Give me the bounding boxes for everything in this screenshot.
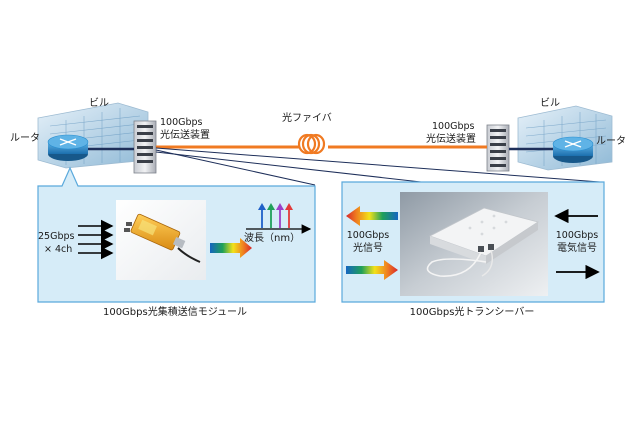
equipment-label-right-name: 光伝送装置 [426, 134, 476, 145]
spectrum-arrow-out [346, 260, 398, 280]
electrical-signal-rate: 100Gbps [555, 230, 599, 241]
wavelength-spectrum-icon [246, 203, 312, 234]
router-label-right: ルータ [596, 136, 626, 147]
optical-signal-label: 光信号 [353, 243, 383, 254]
module-caption: 100Gbps光集積送信モジュール [102, 307, 248, 318]
transceiver-caption: 100Gbps光トランシーバー [409, 307, 535, 318]
module-photo [116, 200, 206, 280]
equipment-label-left-speed: 100Gbps [160, 117, 203, 128]
server-rack-icon-left [133, 120, 157, 174]
transceiver-photo [400, 192, 548, 296]
electrical-signal-label: 電気信号 [557, 243, 597, 254]
equipment-label-right-speed: 100Gbps [432, 121, 475, 132]
input-arrows [78, 219, 114, 260]
input-signal-rate: 25Gbps [38, 231, 75, 242]
router-icon-right [552, 136, 594, 163]
fiber-label: 光ファイバ [282, 113, 332, 124]
server-rack-icon-right [486, 124, 510, 172]
equipment-label-left-name: 光伝送装置 [160, 130, 210, 141]
spectrum-arrow-in [346, 206, 398, 226]
wavelength-axis-label: 波長（nm） [244, 233, 301, 244]
building-label-left: ビル [89, 98, 109, 109]
router-icon-left [47, 134, 89, 161]
building-label-right: ビル [540, 98, 560, 109]
spectrum-arrow-module [210, 238, 252, 258]
optical-signal-rate: 100Gbps [346, 230, 390, 241]
router-label-left: ルータ [10, 133, 40, 144]
fiber-coil-icon [297, 133, 326, 155]
input-signal-channels: × 4ch [44, 244, 73, 255]
